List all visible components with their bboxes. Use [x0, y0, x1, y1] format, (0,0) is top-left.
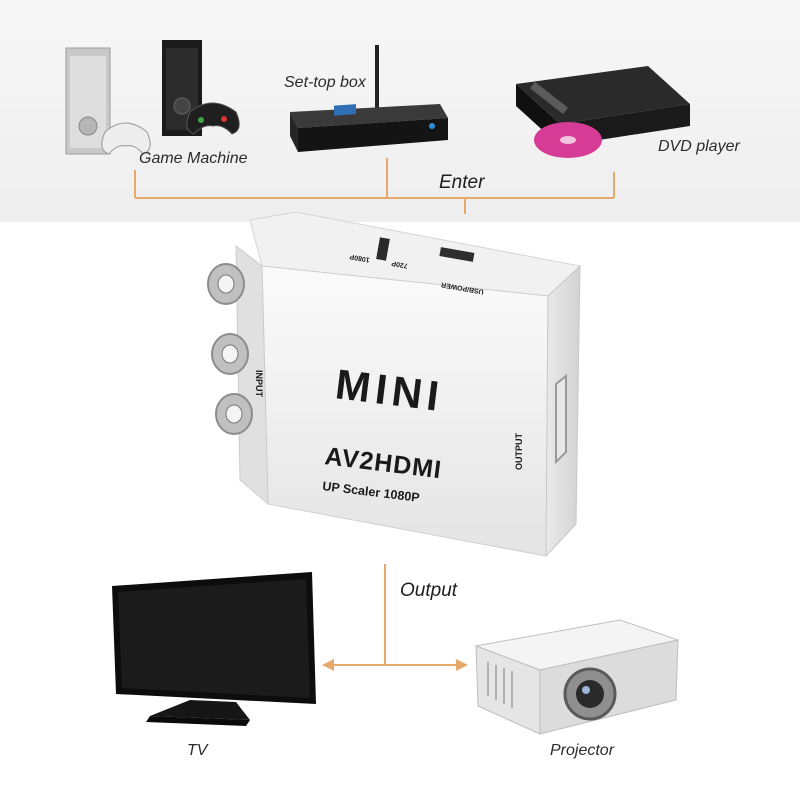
game-machine-label: Game Machine: [139, 150, 248, 167]
tv-arrow-icon: [322, 659, 334, 671]
output-flow-label: Output: [400, 580, 458, 601]
dvd-player-label: DVD player: [658, 138, 740, 155]
rca-input-jacks: [207, 263, 253, 435]
hdmi-port-icon: [555, 373, 567, 465]
usb-power-port-icon: [439, 247, 475, 262]
input-label: INPUT: [254, 370, 264, 398]
projector-label: Projector: [550, 742, 615, 759]
switch-720-label: 720P: [391, 259, 409, 269]
enter-label: Enter: [439, 172, 485, 193]
projector-arrow-icon: [456, 659, 468, 671]
tv-label: TV: [187, 742, 208, 759]
switch-1080-label: 1080P: [349, 252, 370, 262]
set-top-box-label: Set-top box: [284, 74, 366, 91]
output-label: OUTPUT: [514, 433, 524, 471]
resolution-switch: [376, 237, 390, 261]
